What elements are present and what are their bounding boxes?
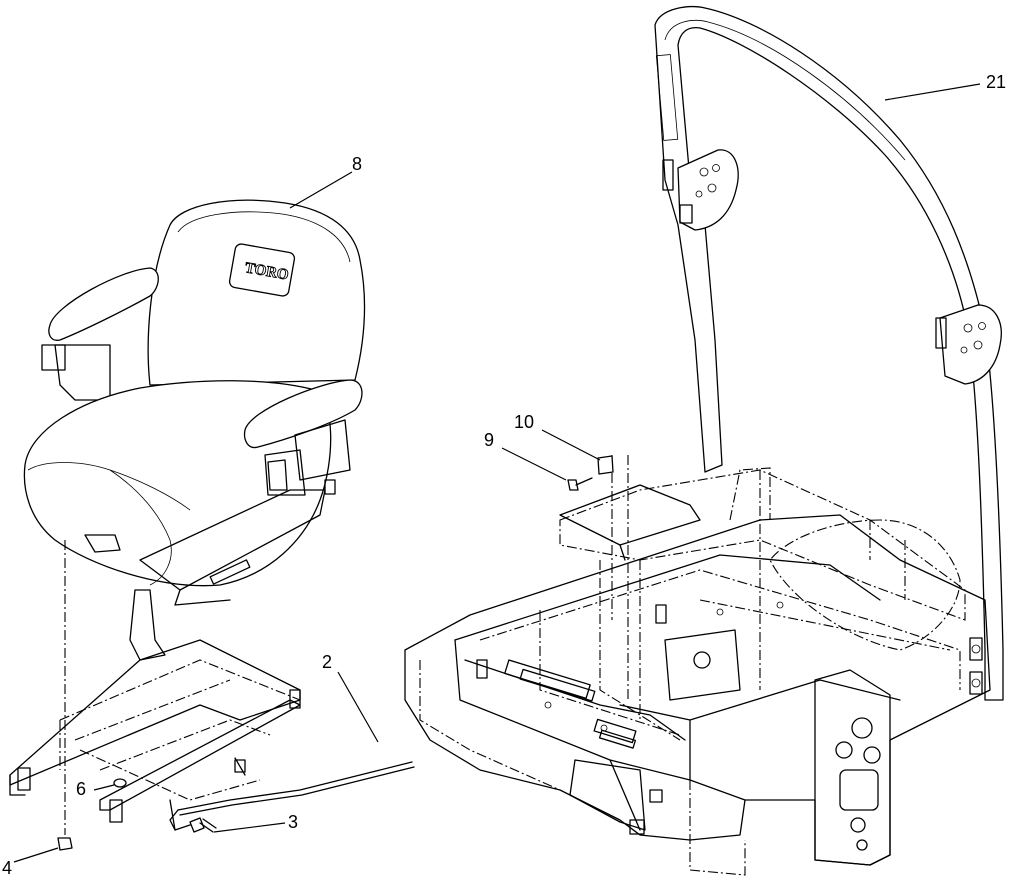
callout-4: 4 [2,847,59,878]
callout-21-label: 21 [986,72,1006,92]
callout-3: 3 [213,812,298,833]
seat-slide-assembly [9,540,301,835]
callout-10: 10 [514,412,601,461]
latch-rod [169,761,415,831]
callout-21: 21 [884,72,1006,101]
callout-3-label: 3 [288,812,298,832]
callout-group: 21 8 10 9 2 6 3 4 [2,72,1006,878]
callout-4-label: 4 [2,858,12,878]
callout-10-label: 10 [514,412,534,432]
callout-8: 8 [289,154,362,209]
roll-bar [654,5,1004,701]
callout-9-label: 9 [484,430,494,450]
hardware [57,455,614,851]
seat: TORO [23,199,366,606]
main-frame [404,455,991,876]
callout-6: 6 [76,779,115,799]
callout-2-label: 2 [322,652,332,672]
callout-2: 2 [322,652,379,743]
callout-8-label: 8 [352,154,362,174]
callout-6-label: 6 [76,779,86,799]
callout-9: 9 [484,430,567,481]
